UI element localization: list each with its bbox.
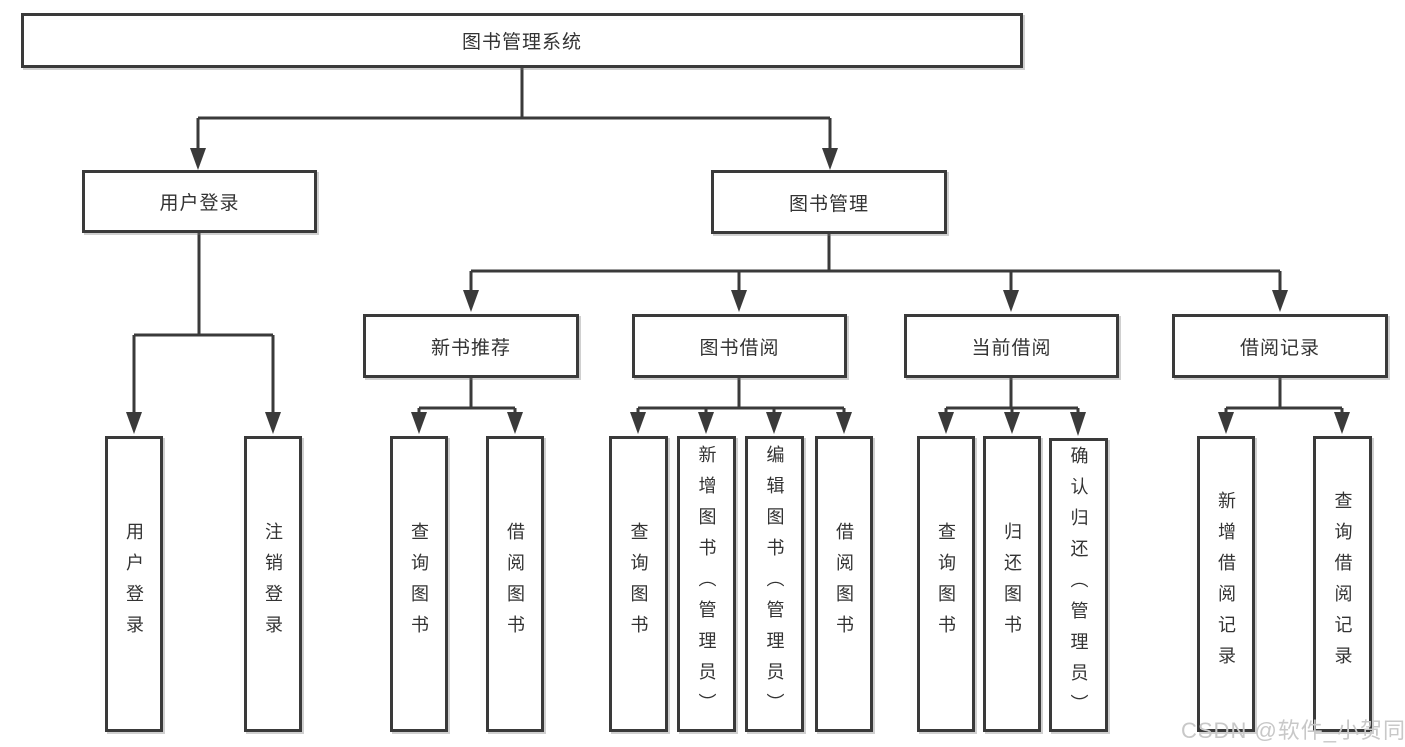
leaf-logout-label: 注销登录 [263, 522, 283, 646]
node-book-borrow-label: 图书借阅 [699, 337, 780, 359]
leaf-return-books: 归还图书 [983, 436, 1041, 732]
leaf-query-books-3-label: 查询图书 [936, 522, 956, 646]
node-new-book-rec: 新书推荐 [363, 314, 579, 378]
node-root: 图书管理系统 [21, 13, 1023, 68]
connector-borrow [636, 378, 846, 414]
arrowhead-borrow-leaf-2 [698, 412, 714, 434]
leaf-edit-book-admin-label: 编辑图书（管理员） [764, 444, 785, 724]
arrowhead-records-leaf-1 [1218, 412, 1234, 434]
arrowhead-current-leaf-2 [1004, 412, 1020, 434]
arrowhead-borrow-leaf-4 [836, 412, 852, 434]
leaf-add-borrow-record: 新增借阅记录 [1197, 436, 1255, 732]
leaf-add-book-admin-label: 新增图书（管理员） [696, 444, 717, 724]
connector-root [196, 68, 832, 150]
arrowhead-leaf-user-login [126, 412, 142, 434]
connector-rec [417, 378, 517, 414]
leaf-borrow-books-1-label: 借阅图书 [505, 522, 525, 646]
arrowhead-current-leaf-3 [1070, 412, 1086, 436]
leaf-add-borrow-record-label: 新增借阅记录 [1216, 491, 1236, 677]
leaf-query-books-1: 查询图书 [390, 436, 448, 732]
node-borrow-records-label: 借阅记录 [1239, 337, 1320, 359]
leaf-return-books-label: 归还图书 [1002, 522, 1022, 646]
connector-mgmt [469, 234, 1282, 292]
connector-records [1224, 378, 1344, 414]
leaf-confirm-return-admin: 确认归还（管理员） [1049, 438, 1108, 732]
leaf-borrow-books-2-label: 借阅图书 [834, 522, 854, 646]
leaf-query-borrow-record: 查询借阅记录 [1313, 436, 1372, 732]
arrowhead-records [1272, 290, 1288, 312]
leaf-borrow-books-2: 借阅图书 [815, 436, 873, 732]
leaf-borrow-books-1: 借阅图书 [486, 436, 544, 732]
arrowhead-borrow-leaf-1 [630, 412, 646, 434]
arrowhead-borrow-leaf-3 [766, 412, 782, 434]
node-root-label: 图书管理系统 [461, 32, 582, 53]
leaf-query-books-3: 查询图书 [917, 436, 975, 732]
csdn-watermark: CSDN @软件_小贺同学 [1181, 718, 1405, 743]
leaf-query-books-1-label: 查询图书 [409, 522, 429, 646]
arrowhead-current-leaf-1 [938, 412, 954, 434]
arrowhead-current [1003, 290, 1019, 312]
node-current-borrow-label: 当前借阅 [971, 337, 1052, 359]
leaf-user-login-label: 用户登录 [124, 522, 144, 646]
arrowhead-borrow [731, 290, 747, 312]
arrowhead-rec-leaf-2 [507, 412, 523, 434]
leaf-logout: 注销登录 [244, 436, 302, 732]
node-user-login-label: 用户登录 [159, 193, 240, 214]
connector-login [132, 233, 275, 414]
arrowhead-records-leaf-2 [1334, 412, 1350, 434]
leaf-user-login: 用户登录 [105, 436, 163, 732]
node-borrow-records: 借阅记录 [1172, 314, 1388, 378]
leaf-query-books-2: 查询图书 [609, 436, 668, 732]
node-new-book-rec-label: 新书推荐 [430, 337, 511, 359]
node-book-borrow: 图书借阅 [632, 314, 847, 378]
node-book-mgmt-label: 图书管理 [788, 193, 869, 215]
leaf-edit-book-admin: 编辑图书（管理员） [745, 436, 804, 732]
arrowhead-login [190, 148, 206, 170]
leaf-add-book-admin: 新增图书（管理员） [677, 436, 736, 732]
leaf-query-books-2-label: 查询图书 [628, 522, 649, 646]
leaf-confirm-return-admin-label: 确认归还（管理员） [1068, 445, 1089, 725]
arrowhead-leaf-logout [265, 412, 281, 434]
node-book-mgmt: 图书管理 [711, 170, 947, 234]
connector-current [944, 378, 1080, 414]
arrowhead-mgmt [822, 148, 838, 170]
arrowhead-rec [463, 290, 479, 312]
node-current-borrow: 当前借阅 [904, 314, 1119, 378]
arrowhead-rec-leaf-1 [411, 412, 427, 434]
leaf-query-borrow-record-label: 查询借阅记录 [1332, 491, 1353, 677]
node-user-login: 用户登录 [82, 170, 317, 233]
